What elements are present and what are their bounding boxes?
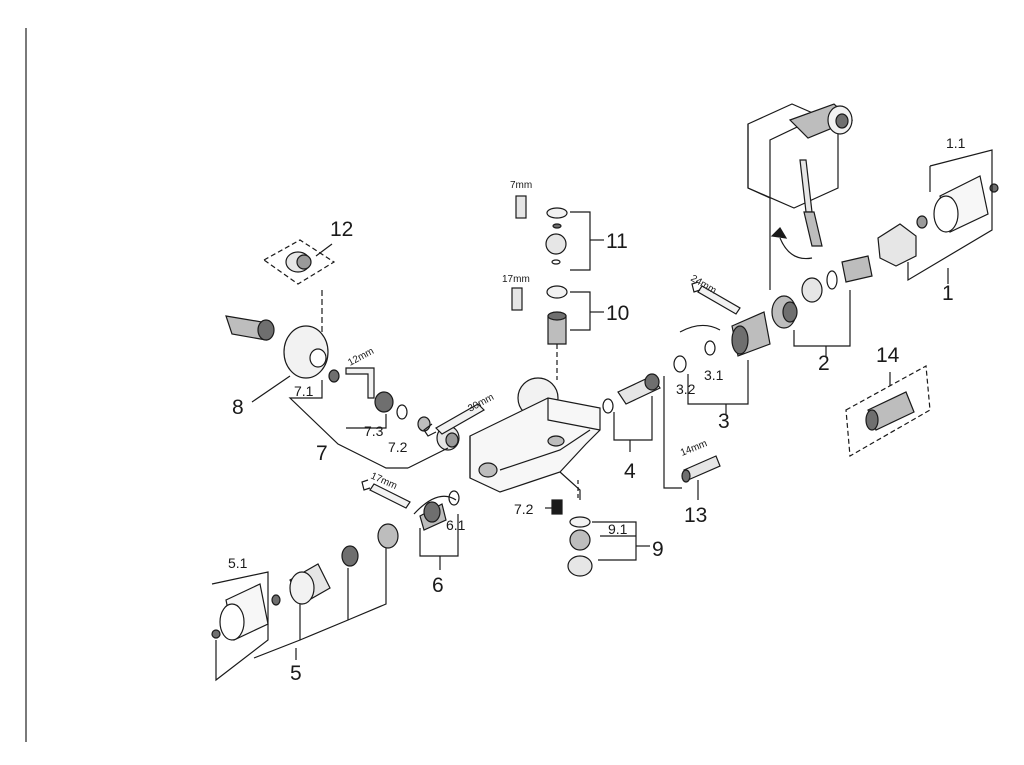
label-7-2-left: 7.2 — [388, 439, 408, 455]
label-3-1: 3.1 — [704, 367, 724, 383]
part-9-group — [551, 480, 650, 577]
open-end-wrench-icon-17 — [361, 479, 411, 509]
part-11-group — [515, 195, 604, 271]
part-3-group — [663, 311, 771, 489]
part-6-group — [413, 490, 460, 570]
part-8-elbow-rosette — [225, 315, 329, 403]
tool-size-12mm: 12mm — [346, 346, 376, 369]
label-1: 1 — [942, 282, 954, 305]
label-11: 11 — [606, 230, 628, 253]
label-7-3: 7.3 — [364, 423, 384, 439]
label-4: 4 — [624, 460, 636, 483]
label-3-2: 3.2 — [676, 381, 696, 397]
part-5-group — [211, 523, 399, 682]
part-13-nipple — [681, 455, 721, 500]
label-6: 6 — [432, 574, 444, 597]
label-13: 13 — [684, 504, 707, 527]
part-1-group — [877, 149, 999, 284]
tool-size-17mm-top: 17mm — [502, 274, 530, 285]
screwdriver-icon — [799, 159, 823, 247]
part-12-cap — [262, 239, 336, 352]
tool-size-7mm: 7mm — [510, 180, 532, 191]
label-10: 10 — [606, 302, 629, 325]
hex-key-icon — [345, 367, 375, 399]
label-9-1: 9.1 — [608, 521, 628, 537]
label-8: 8 — [232, 396, 244, 419]
assembly-detail-view — [747, 103, 854, 290]
label-6-1: 6.1 — [446, 517, 466, 533]
open-end-wrench-icon — [423, 403, 485, 437]
rotation-arrow-icon — [770, 227, 813, 260]
label-12: 12 — [330, 218, 353, 241]
part-2-group — [771, 255, 873, 356]
part-14-cartridge — [845, 365, 931, 457]
mixer-body — [469, 377, 601, 500]
part-10-group — [511, 285, 604, 380]
tool-size-14mm: 14mm — [679, 438, 709, 459]
label-5-1: 5.1 — [228, 555, 248, 571]
label-1-1: 1.1 — [946, 135, 966, 151]
label-3: 3 — [718, 410, 730, 433]
label-7: 7 — [316, 442, 328, 465]
part-4-group — [602, 373, 661, 452]
label-7-2-center: 7.2 — [514, 501, 534, 517]
open-end-wrench-icon-24 — [691, 281, 741, 315]
label-9: 9 — [652, 538, 664, 561]
label-7-1: 7.1 — [294, 383, 314, 399]
label-2: 2 — [818, 352, 830, 375]
label-5: 5 — [290, 662, 302, 685]
label-14: 14 — [876, 344, 900, 367]
